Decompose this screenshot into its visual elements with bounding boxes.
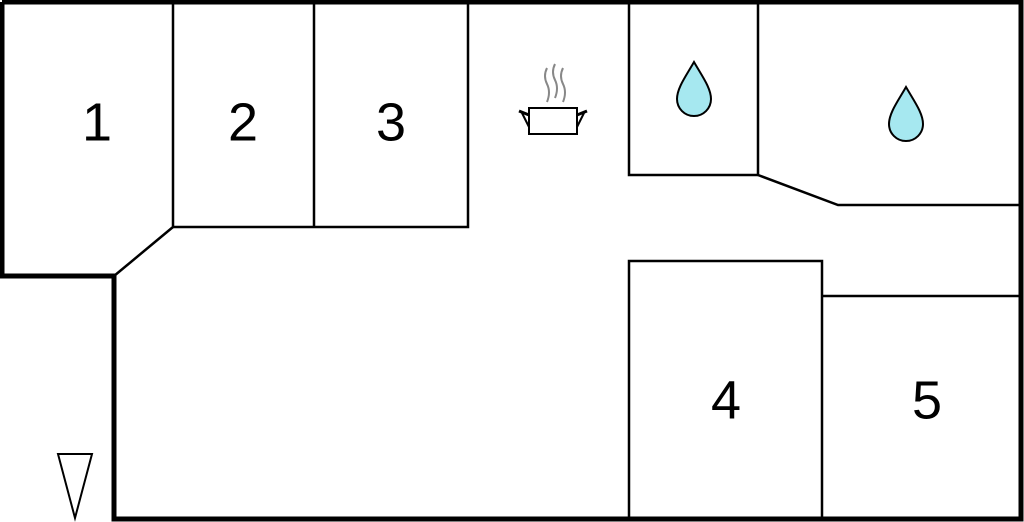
room-5-label: 5 xyxy=(912,370,942,430)
room-2-3-wall xyxy=(173,2,470,229)
room-1-label: 1 xyxy=(82,92,112,152)
bathroom-2-wall xyxy=(757,173,1021,207)
bathroom-1-wall xyxy=(627,2,760,177)
room-2-label: 2 xyxy=(228,92,258,152)
water-drop-icon xyxy=(887,84,925,142)
entrance-triangle-icon xyxy=(56,453,94,522)
room-4-wall xyxy=(627,259,824,519)
room-1-wall xyxy=(113,2,175,277)
cooking-pot-icon xyxy=(518,63,588,135)
water-drop-icon xyxy=(675,59,713,117)
room-4-label: 4 xyxy=(711,370,741,430)
room-3-label: 3 xyxy=(376,92,406,152)
